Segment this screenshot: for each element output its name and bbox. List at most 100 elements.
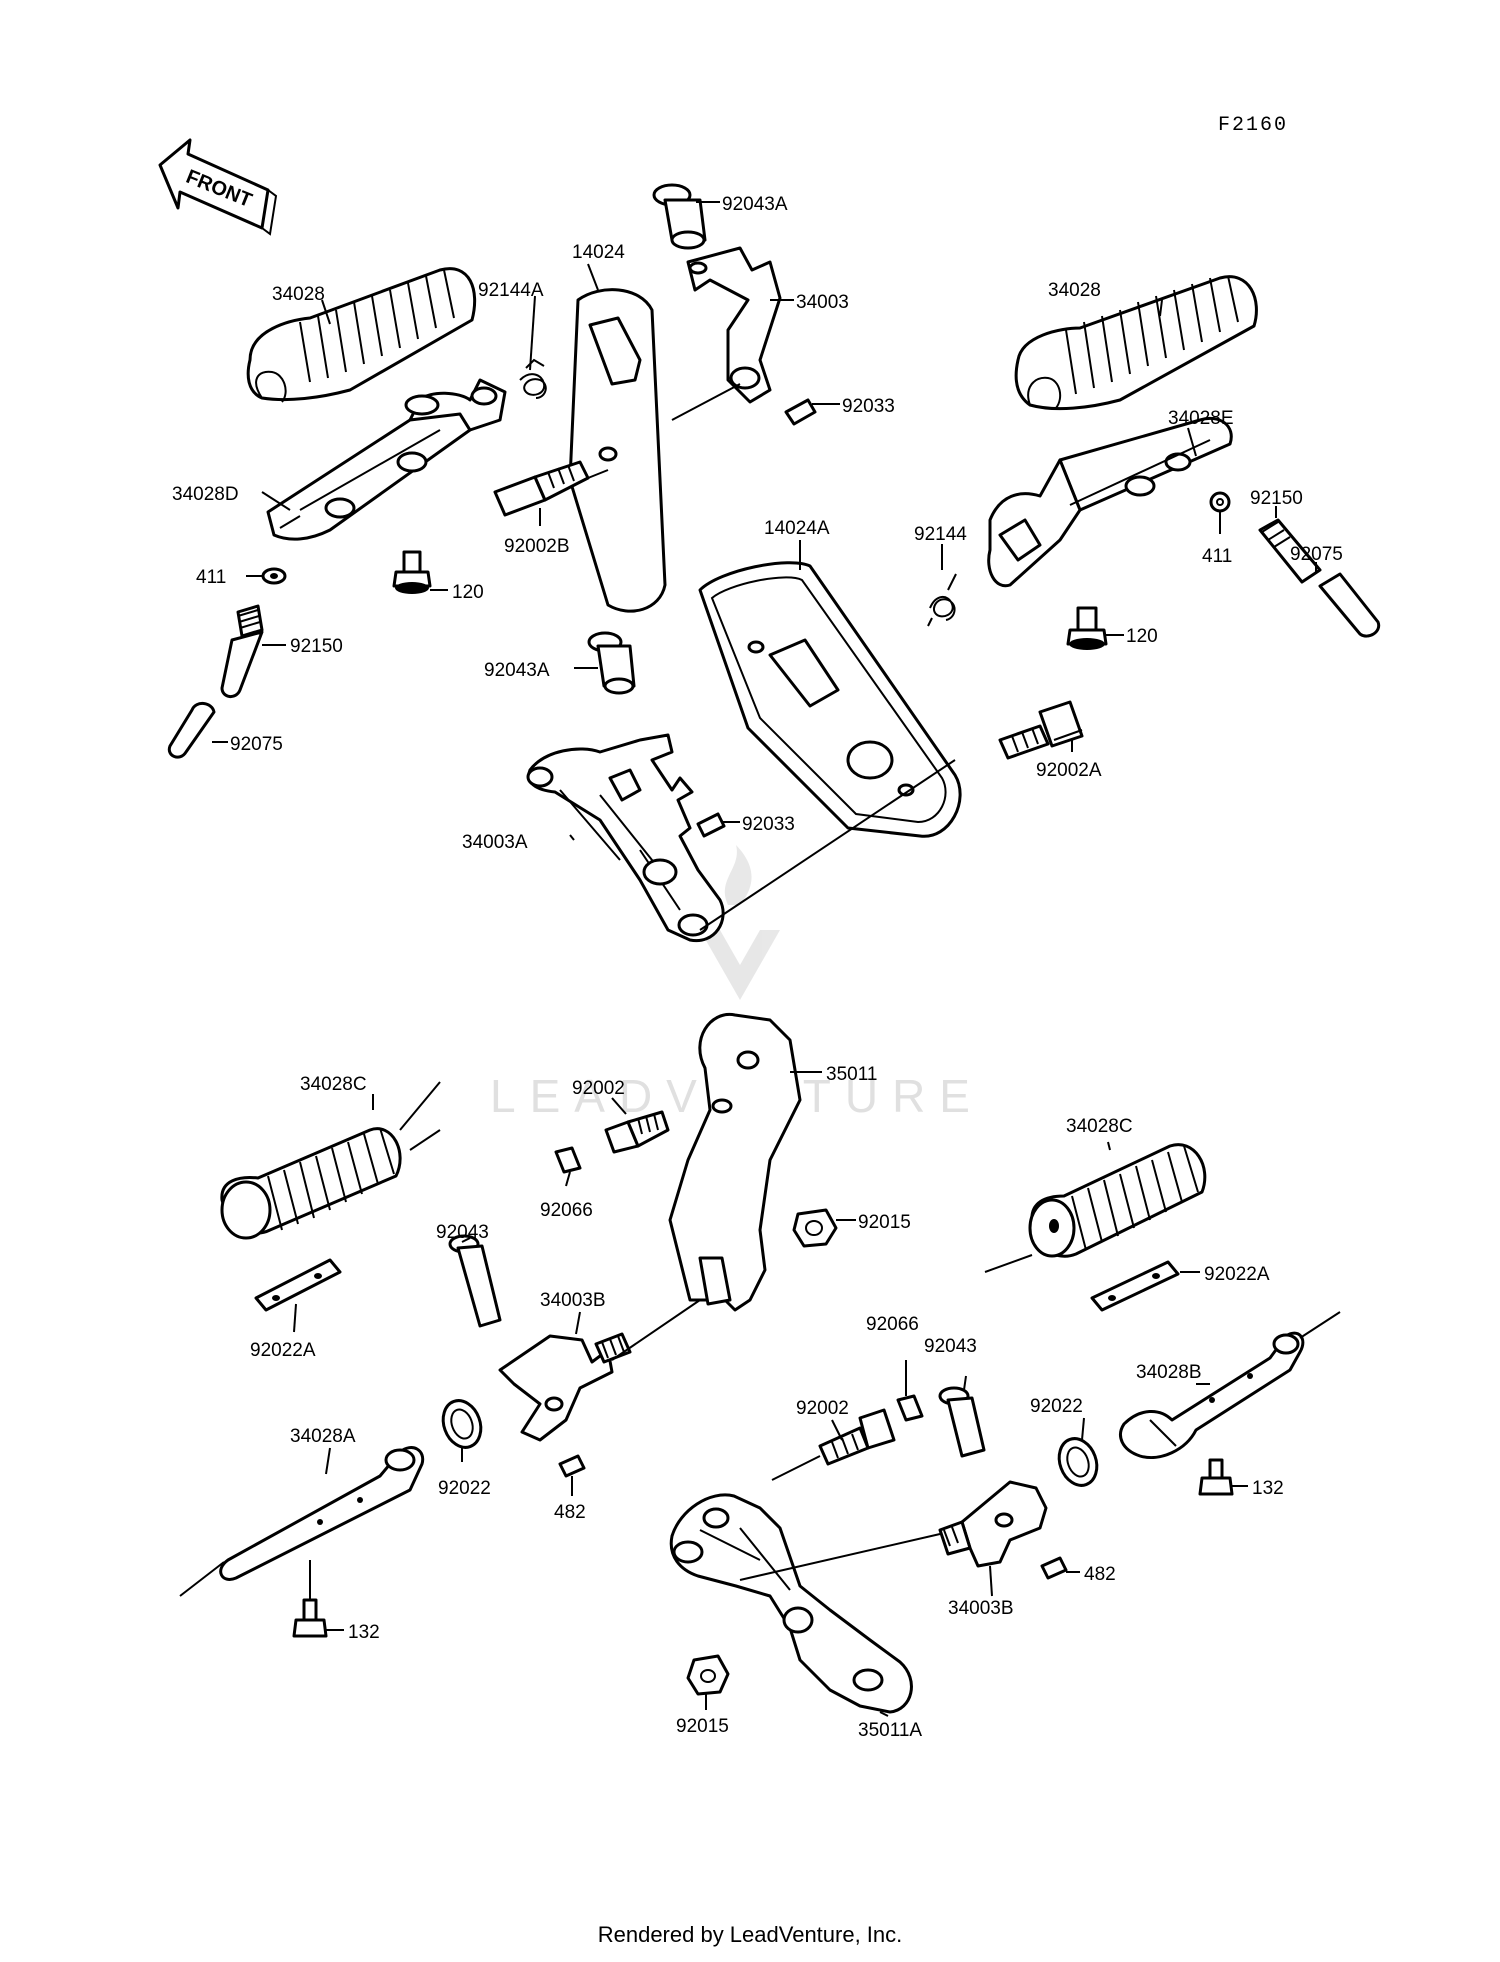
bracket-34003B-bottom: [938, 1480, 1048, 1568]
label-92144A: 92144A: [478, 280, 544, 301]
bracket-34003A: [526, 733, 725, 943]
bolt-120-left: [392, 550, 432, 594]
assembly-lines-lower: [611, 1299, 941, 1581]
label-92043-left: 92043: [436, 1222, 489, 1243]
label-120-left: 120: [452, 582, 484, 603]
pin-92043A-mid: [587, 631, 636, 695]
footpeg-34028B: [1119, 1331, 1305, 1459]
footer-credit: Rendered by LeadVenture, Inc.: [597, 1922, 903, 1947]
footpeg-rubber-right: [1014, 275, 1258, 411]
label-92150-right: 92150: [1250, 488, 1303, 509]
label-92043A-top: 92043A: [722, 194, 788, 215]
label-120-right: 120: [1126, 626, 1158, 647]
axis-line-34028A: [179, 1561, 225, 1597]
washer-92022-right: [1057, 1437, 1099, 1487]
footpeg-34028A: [219, 1446, 425, 1581]
label-34028-right: 34028: [1048, 280, 1101, 301]
clip-482-right: [1040, 1556, 1068, 1580]
washer-92066-left: [554, 1146, 582, 1174]
cotter-92075-left: [167, 702, 216, 759]
label-92033-top: 92033: [842, 396, 895, 417]
pin-92150-right: [1258, 518, 1322, 584]
pin-92043-right: [938, 1386, 986, 1458]
plate-92022A-right: [1090, 1260, 1180, 1312]
spring-92144: [927, 573, 957, 627]
washer-411-right: [1209, 491, 1231, 513]
washer-411-left: [261, 567, 287, 585]
lever-35011: [668, 1013, 802, 1312]
leader-lines: [212, 201, 1317, 1717]
label-35011A: 35011A: [858, 1720, 922, 1741]
heel-plate-14024: [568, 288, 667, 613]
bracket-34003B-top: [498, 1332, 632, 1442]
heel-plate-14024A: [698, 561, 962, 838]
washer-92066-right: [896, 1394, 924, 1422]
bracket-34003: [686, 246, 782, 404]
bolt-92002B: [493, 460, 590, 517]
label-34028D: 34028D: [172, 484, 239, 505]
label-92022A-right: 92022A: [1204, 1264, 1270, 1285]
lever-35011A: [669, 1493, 913, 1714]
label-92043A-mid: 92043A: [484, 660, 550, 681]
label-92075-left: 92075: [230, 734, 283, 755]
label-34028E: 34028E: [1168, 408, 1234, 429]
label-132-right: 132: [1252, 1478, 1284, 1499]
label-92022-right: 92022: [1030, 1396, 1083, 1417]
pin-92150-left: [220, 604, 264, 698]
axis-line-34028B: [1299, 1311, 1341, 1339]
label-14024A: 14024A: [764, 518, 830, 539]
label-92022-left: 92022: [438, 1478, 491, 1499]
label-14024: 14024: [572, 242, 625, 263]
bolt-92002-bottom: [818, 1408, 896, 1466]
label-92002-bottom: 92002: [796, 1398, 849, 1419]
label-34028C-left: 34028C: [300, 1074, 367, 1095]
front-arrow-icon: FRONT: [158, 138, 278, 236]
washer-92022-left: [441, 1399, 483, 1449]
footpeg-rubber-34028C-left: [220, 1127, 402, 1240]
label-92066-left: 92066: [540, 1200, 593, 1221]
label-411-left: 411: [196, 567, 226, 588]
label-92066-right: 92066: [866, 1314, 919, 1335]
label-411-right: 411: [1202, 546, 1232, 567]
bolt-92002-top: [604, 1110, 670, 1154]
spring-92144A: [519, 358, 547, 399]
label-34028A: 34028A: [290, 1426, 356, 1447]
plate-92022A-left: [254, 1258, 342, 1312]
bolt-132-right: [1198, 1458, 1234, 1496]
footpeg-rubber-34028C-right: [1028, 1143, 1207, 1258]
label-34003B-bottom: 34003B: [948, 1598, 1014, 1619]
part-number-labels: 34028 92144A 14024 92043A 34003 92033 34…: [172, 194, 1343, 1741]
label-92002B: 92002B: [504, 536, 570, 557]
assembly-lines-upper: [587, 383, 1083, 931]
label-92002A: 92002A: [1036, 760, 1102, 781]
label-35011: 35011: [826, 1064, 877, 1085]
label-92043-right: 92043: [924, 1336, 977, 1357]
label-92075-right: 92075: [1290, 544, 1343, 565]
cotter-92075-right: [1318, 572, 1381, 638]
nut-92015-top: [792, 1208, 838, 1248]
label-92150-left: 92150: [290, 636, 343, 657]
label-92002-top: 92002: [572, 1078, 625, 1099]
axis-line-34028C-right: [984, 1254, 1033, 1273]
bolt-132-left: [292, 1560, 328, 1638]
label-34028B: 34028B: [1136, 1362, 1202, 1383]
footpeg-left-34028D: [266, 378, 507, 541]
label-92022A-left: 92022A: [250, 1340, 316, 1361]
clip-92033-mid: [696, 812, 726, 838]
label-92144: 92144: [914, 524, 967, 545]
label-92015-top: 92015: [858, 1212, 911, 1233]
label-34003B-top: 34003B: [540, 1290, 606, 1311]
label-34003A: 34003A: [462, 832, 528, 853]
label-34003: 34003: [796, 292, 849, 313]
label-92033-mid: 92033: [742, 814, 795, 835]
nut-92015-bottom: [686, 1654, 730, 1696]
clip-92033-top: [784, 398, 817, 426]
bolt-120-right: [1066, 606, 1108, 650]
clip-482-left: [558, 1454, 586, 1478]
pin-92043A-top: [652, 183, 707, 250]
axis-line-34028C-left-2: [409, 1129, 441, 1151]
label-482-left: 482: [554, 1502, 586, 1523]
bolt-92002A: [998, 700, 1084, 760]
footpeg-rubber-left: [246, 267, 477, 403]
